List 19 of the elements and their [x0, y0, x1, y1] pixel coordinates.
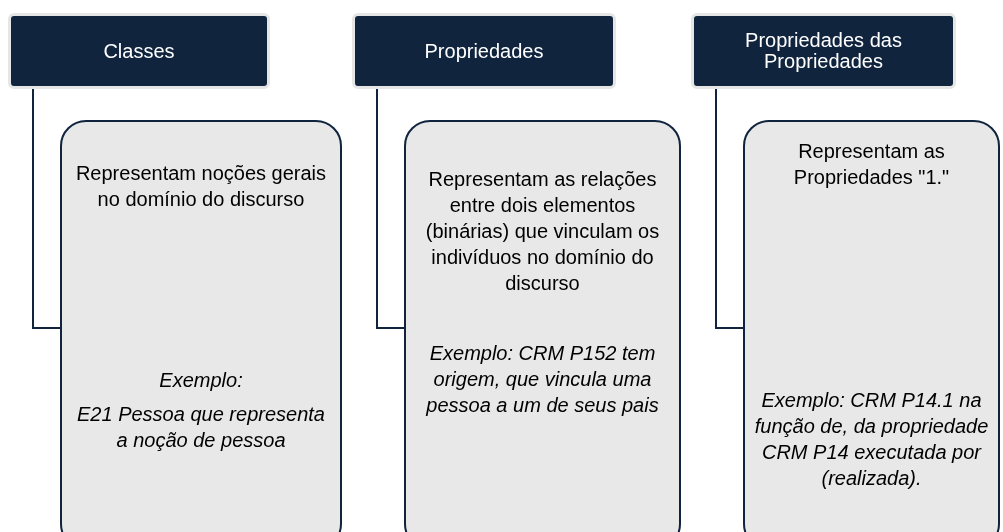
header-text: Propriedades	[424, 40, 544, 62]
example-text: Exemplo:	[159, 368, 243, 393]
header-text: Propriedades das Propriedades	[744, 30, 903, 72]
category-header-box	[352, 13, 616, 89]
example-text: Exemplo: CRM P152 tem origem, que vincula uma pessoa a um de seus pais	[425, 341, 660, 418]
description-card	[743, 120, 1000, 532]
header-text: Classes	[103, 40, 175, 62]
description-card	[60, 120, 342, 532]
connector-line	[715, 88, 744, 329]
example-text: E21 Pessoa que representa a noção de pessoa	[76, 402, 326, 453]
category-header-box	[691, 13, 956, 89]
connector-line	[32, 88, 61, 329]
category-header-box	[8, 13, 270, 89]
connector-line	[376, 88, 405, 329]
description-text: Representam as relações entre dois elementos (binárias) que vinculam os indivíduos no domínio do discurso	[424, 167, 661, 296]
description-text: Representam as Propriedades "1."	[792, 139, 951, 190]
description-text: Representam noções gerais no domínio do discurso	[74, 161, 328, 212]
description-card	[404, 120, 681, 532]
example-text: Exemplo: CRM P14.1 na função de, da propriedade CRM P14 executada por (realizada).	[753, 388, 990, 491]
